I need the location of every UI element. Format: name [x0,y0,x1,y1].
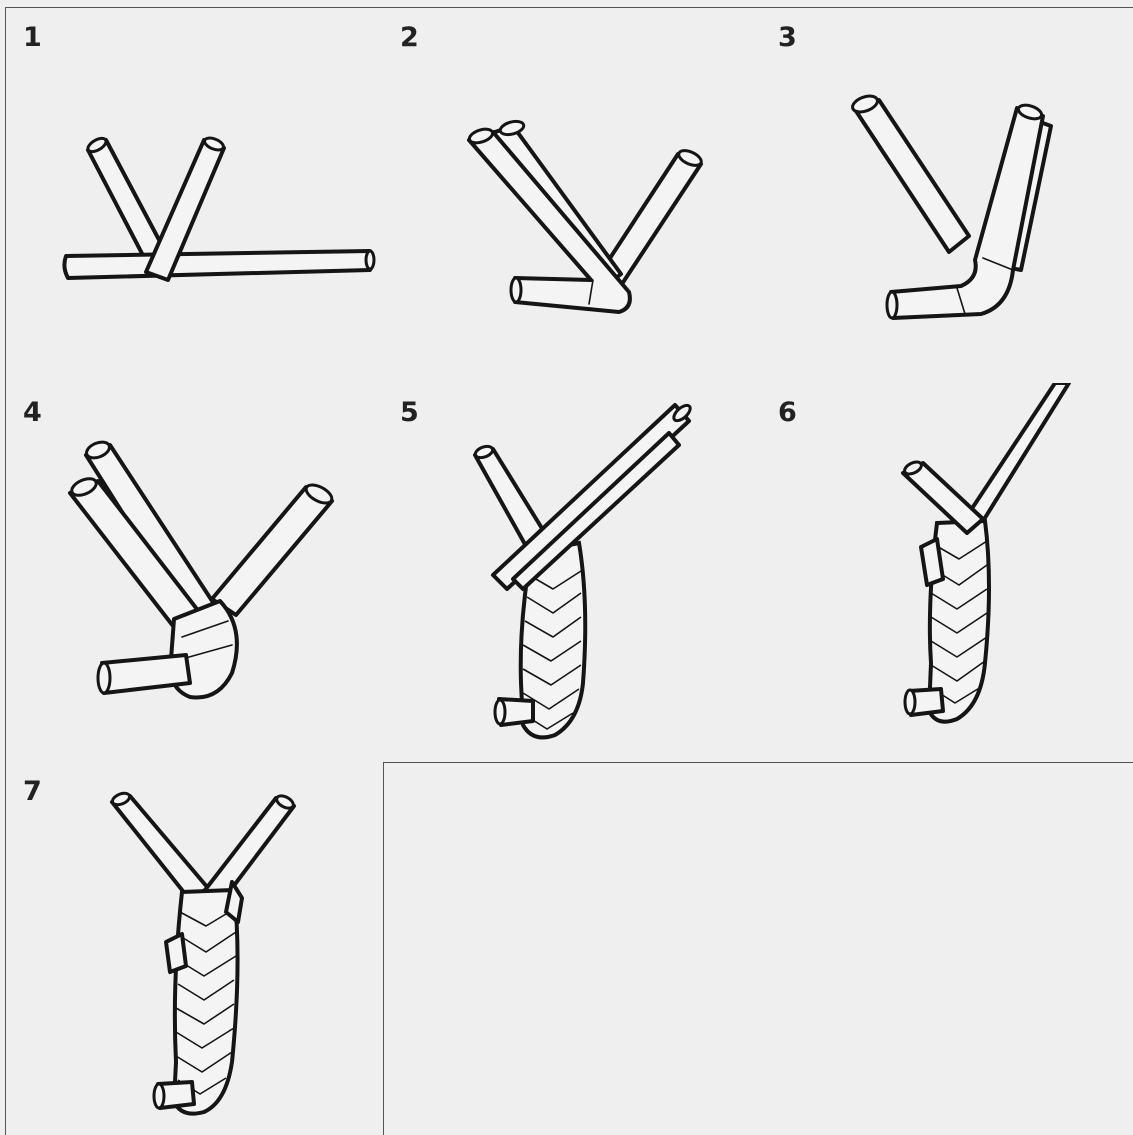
step-7-illustration [6,762,385,1135]
step-4-illustration [6,383,385,763]
step-panel-5: 5 [383,383,762,763]
step-panel-1: 1 [5,7,384,384]
step-6-illustration [761,383,1133,763]
step-3-illustration [761,8,1133,385]
step-panel-2: 2 [383,7,762,384]
step-panel-6: 6 [761,383,1133,763]
step-panel-3: 3 [761,7,1133,384]
step-panel-4: 4 [5,383,384,763]
step-panel-7: 7 [5,762,384,1135]
step-2-illustration [383,8,762,385]
step-5-illustration [383,383,762,763]
step-1-illustration [6,8,385,385]
